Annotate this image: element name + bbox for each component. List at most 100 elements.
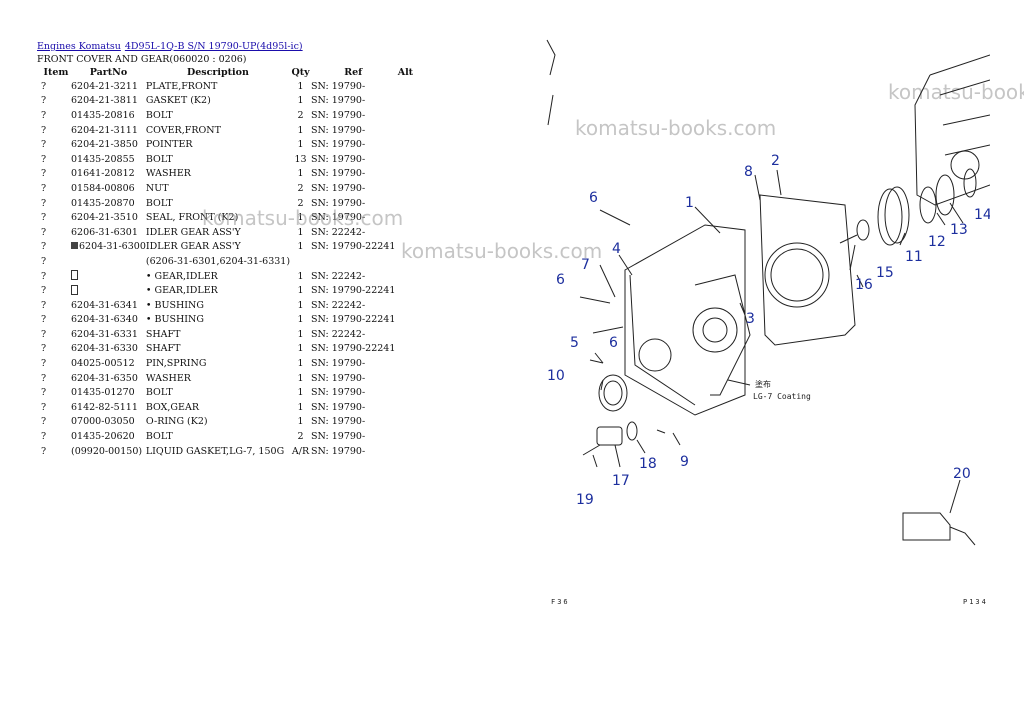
cell-item-text: ? bbox=[41, 153, 47, 165]
cell-partno-text: 01435-01270 bbox=[71, 387, 135, 399]
cell-item-text: ? bbox=[41, 226, 47, 238]
cell-partno: 01435-01270 bbox=[71, 385, 146, 400]
table-row: ?(6206-31-6301,6204-31-6331) bbox=[37, 254, 415, 269]
cell-alt bbox=[395, 429, 415, 444]
cell-item: ? bbox=[37, 371, 71, 386]
cell-partno-text: 6204-31-6331 bbox=[71, 328, 138, 340]
cell-qty bbox=[290, 254, 311, 269]
cell-ref: SN: 19790- bbox=[311, 108, 395, 123]
cell-ref bbox=[311, 254, 395, 269]
cell-description-text: • BUSHING bbox=[145, 299, 204, 311]
cell-qty: 1 bbox=[290, 342, 311, 357]
breadcrumb-link-engines[interactable]: Engines Komatsu bbox=[37, 41, 121, 52]
cell-description: WASHER bbox=[146, 371, 290, 386]
callout-5: 5 bbox=[570, 335, 579, 351]
cell-ref: SN: 19790- bbox=[311, 167, 395, 182]
cell-qty-text: 1 bbox=[297, 299, 304, 311]
cell-ref-text: SN: 22242- bbox=[311, 299, 366, 311]
cell-qty: 1 bbox=[290, 313, 311, 328]
cell-description: SEAL, FRONT (K2) bbox=[146, 210, 290, 225]
cell-item-text: ? bbox=[41, 168, 47, 180]
cell-qty: 1 bbox=[290, 167, 311, 182]
cell-partno-text: 6204-21-3811 bbox=[71, 95, 138, 107]
cell-alt bbox=[395, 356, 415, 371]
cell-description-text: PLATE,FRONT bbox=[145, 80, 218, 92]
cell-item-text: ? bbox=[41, 328, 47, 340]
cell-partno: 6204-21-3850 bbox=[71, 137, 146, 152]
cell-item: ? bbox=[37, 196, 71, 211]
cell-qty: 1 bbox=[290, 225, 311, 240]
cell-partno: 01435-20855 bbox=[71, 152, 146, 167]
cell-description: NUT bbox=[146, 181, 290, 196]
cell-qty: 1 bbox=[290, 94, 311, 109]
cell-item: ? bbox=[37, 108, 71, 123]
cell-qty-text: 1 bbox=[297, 387, 304, 399]
cell-ref: SN: 19790-22241 bbox=[311, 342, 395, 357]
diagram-page-label-left: F36 bbox=[551, 598, 570, 606]
cell-item: ? bbox=[37, 167, 71, 182]
cell-ref: SN: 19790-22241 bbox=[311, 313, 395, 328]
front-plate-outline bbox=[759, 194, 856, 346]
col-header-partno: PartNo bbox=[89, 67, 128, 78]
cell-ref: SN: 19790- bbox=[311, 123, 395, 138]
cell-qty-text: 1 bbox=[297, 139, 304, 151]
cell-ref: SN: 19790-22241 bbox=[311, 240, 395, 255]
cell-partno-text: 01435-20620 bbox=[71, 431, 135, 443]
cell-ref-text: SN: 19790-22241 bbox=[311, 343, 396, 355]
callout-leader-lines bbox=[592, 169, 964, 514]
cell-partno-text: 04025-00512 bbox=[71, 358, 135, 370]
cell-ref-text: SN: 19790- bbox=[311, 401, 366, 413]
cell-partno-text: 6204-21-3510 bbox=[71, 212, 138, 224]
cell-ref-text: SN: 19790- bbox=[311, 212, 366, 224]
cell-item-text: ? bbox=[41, 299, 47, 311]
cell-alt bbox=[395, 342, 415, 357]
callout-2: 2 bbox=[771, 153, 780, 169]
cell-partno: 01641-20812 bbox=[71, 167, 146, 182]
cell-qty: 1 bbox=[290, 327, 311, 342]
callout-19: 19 bbox=[576, 492, 594, 508]
cell-item: ? bbox=[37, 415, 71, 430]
cell-description-text: IDLER GEAR ASS'Y bbox=[145, 226, 241, 238]
cell-description: SHAFT bbox=[146, 327, 290, 342]
cell-description: PIN,SPRING bbox=[146, 356, 290, 371]
cell-partno: 6204-31-6330 bbox=[71, 342, 146, 357]
cell-item: ? bbox=[37, 429, 71, 444]
cell-description: SHAFT bbox=[146, 342, 290, 357]
cell-item-text: ? bbox=[41, 285, 47, 297]
cell-ref-text: SN: 19790- bbox=[311, 197, 366, 209]
cell-ref-text: SN: 19790- bbox=[311, 139, 366, 151]
cell-qty: 1 bbox=[290, 210, 311, 225]
cell-qty: 1 bbox=[290, 415, 311, 430]
cell-item: ? bbox=[37, 137, 71, 152]
cell-item: ? bbox=[37, 181, 71, 196]
cell-qty: 1 bbox=[290, 298, 311, 313]
cell-ref: SN: 19790- bbox=[311, 429, 395, 444]
liquid-gasket-tube-outline bbox=[902, 512, 976, 546]
cell-alt bbox=[395, 371, 415, 386]
breadcrumb-link-model[interactable]: 4D95L-1Q-B S/N 19790-UP(4d95l-ic) bbox=[124, 41, 303, 52]
cell-description-text: NUT bbox=[145, 182, 169, 194]
cell-ref-text: SN: 19790- bbox=[311, 153, 366, 165]
cell-item: ? bbox=[37, 385, 71, 400]
cell-description: • BUSHING bbox=[146, 313, 290, 328]
cell-item: ? bbox=[37, 342, 71, 357]
cell-description: PLATE,FRONT bbox=[146, 79, 290, 94]
cell-ref-text: SN: 22242- bbox=[311, 270, 366, 282]
cell-description-text: LIQUID GASKET,LG-7, 150G bbox=[145, 445, 285, 457]
cell-qty: 2 bbox=[290, 196, 311, 211]
cell-alt bbox=[395, 283, 415, 298]
cell-description: WASHER bbox=[146, 167, 290, 182]
cell-ref-text: SN: 19790- bbox=[311, 358, 366, 370]
